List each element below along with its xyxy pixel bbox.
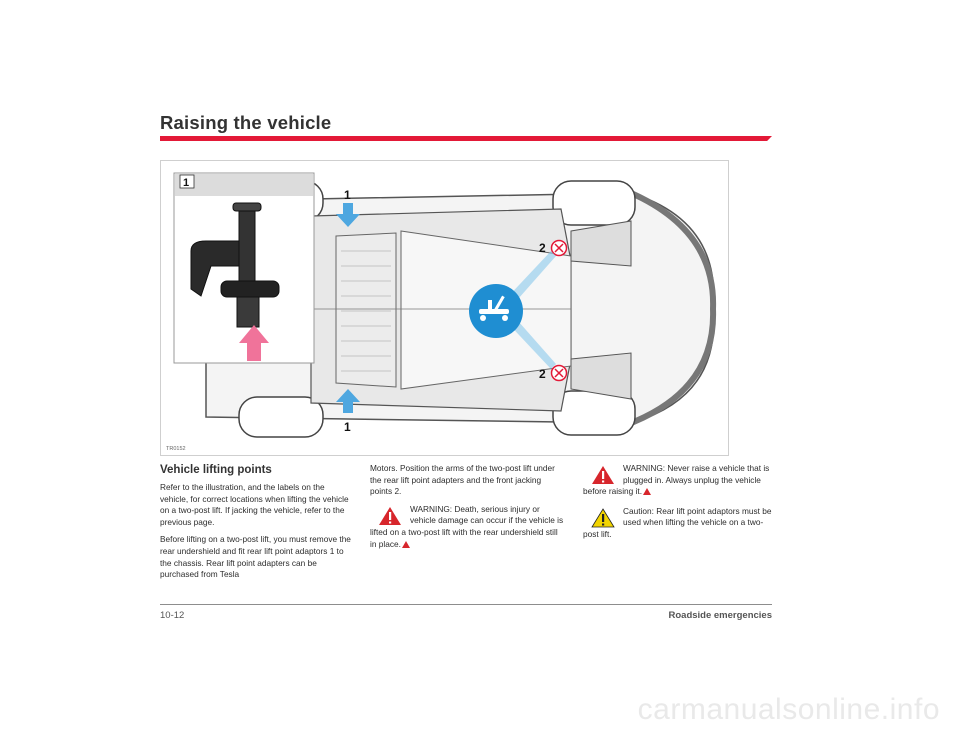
text-column-2: Motors. Position the arms of the two-pos… [370, 463, 565, 558]
crossmember-lines [341, 250, 391, 372]
caution-block: Caution: Rear lift point adaptors must b… [583, 506, 773, 541]
warning-icon [379, 506, 401, 525]
front-suspension-right [570, 352, 632, 400]
end-of-warning-icon [643, 488, 652, 496]
jack-glyph-icon [479, 295, 509, 321]
car-nose [629, 190, 717, 426]
warning-block-1: WARNING: Death, serious injury or vehicl… [370, 504, 565, 550]
lift-point-adaptor [190, 202, 280, 328]
warning-icon [592, 466, 614, 484]
footer-section-name: Roadside emergencies [668, 610, 773, 621]
watermark: carmanualsonline.info [637, 693, 940, 726]
vehicle-underside-diagram: 1 1 1 2 2 [173, 172, 717, 438]
rear-crossmember [335, 232, 397, 388]
end-of-warning-icon [401, 540, 410, 548]
paragraph: Refer to the illustration, and the label… [160, 482, 349, 527]
beam-upper [504, 251, 556, 307]
front-suspension-left [570, 220, 632, 267]
text-column-1: Vehicle lifting points Refer to the illu… [160, 463, 355, 587]
callout-2-bottom: 2 [539, 367, 546, 381]
inset-callout-1: 1 [183, 177, 189, 189]
warning-text: WARNING: Death, serious injury or vehicl… [370, 503, 564, 549]
section-heading: Vehicle lifting points [160, 464, 272, 476]
warning-text: WARNING: Never raise a vehicle that is p… [583, 463, 770, 497]
page-number: 10-12 [160, 610, 185, 621]
paragraph: Motors. Position the arms of the two-pos… [370, 463, 555, 497]
figure-code: TR0152 [166, 446, 186, 452]
warning-block-2: WARNING: Never raise a vehicle that is p… [583, 463, 773, 498]
callout-1-top: 1 [344, 188, 351, 202]
inset-chassis-plate [175, 174, 313, 196]
inset-lift-arrow [239, 325, 269, 361]
paragraph: Before lifting on a two-post lift, you m… [160, 534, 351, 580]
title-rule [160, 136, 772, 141]
rear-lift-arrow-right [336, 389, 360, 413]
callout-1-bottom: 1 [344, 420, 351, 434]
front-left-wheel [552, 180, 636, 226]
lifting-points-illustration: 1 1 1 2 2 TR0152 [160, 160, 729, 456]
text-column-3: WARNING: Never raise a vehicle that is p… [583, 463, 773, 549]
footer-rule [160, 604, 772, 605]
rear-right-wheel [238, 396, 324, 438]
callout-2-top: 2 [539, 241, 546, 255]
caution-text: Caution: Rear lift point adaptors must b… [583, 505, 772, 539]
rear-lift-arrow-left [336, 203, 360, 227]
caution-icon [591, 508, 615, 528]
page-title: Raising the vehicle [160, 112, 332, 133]
